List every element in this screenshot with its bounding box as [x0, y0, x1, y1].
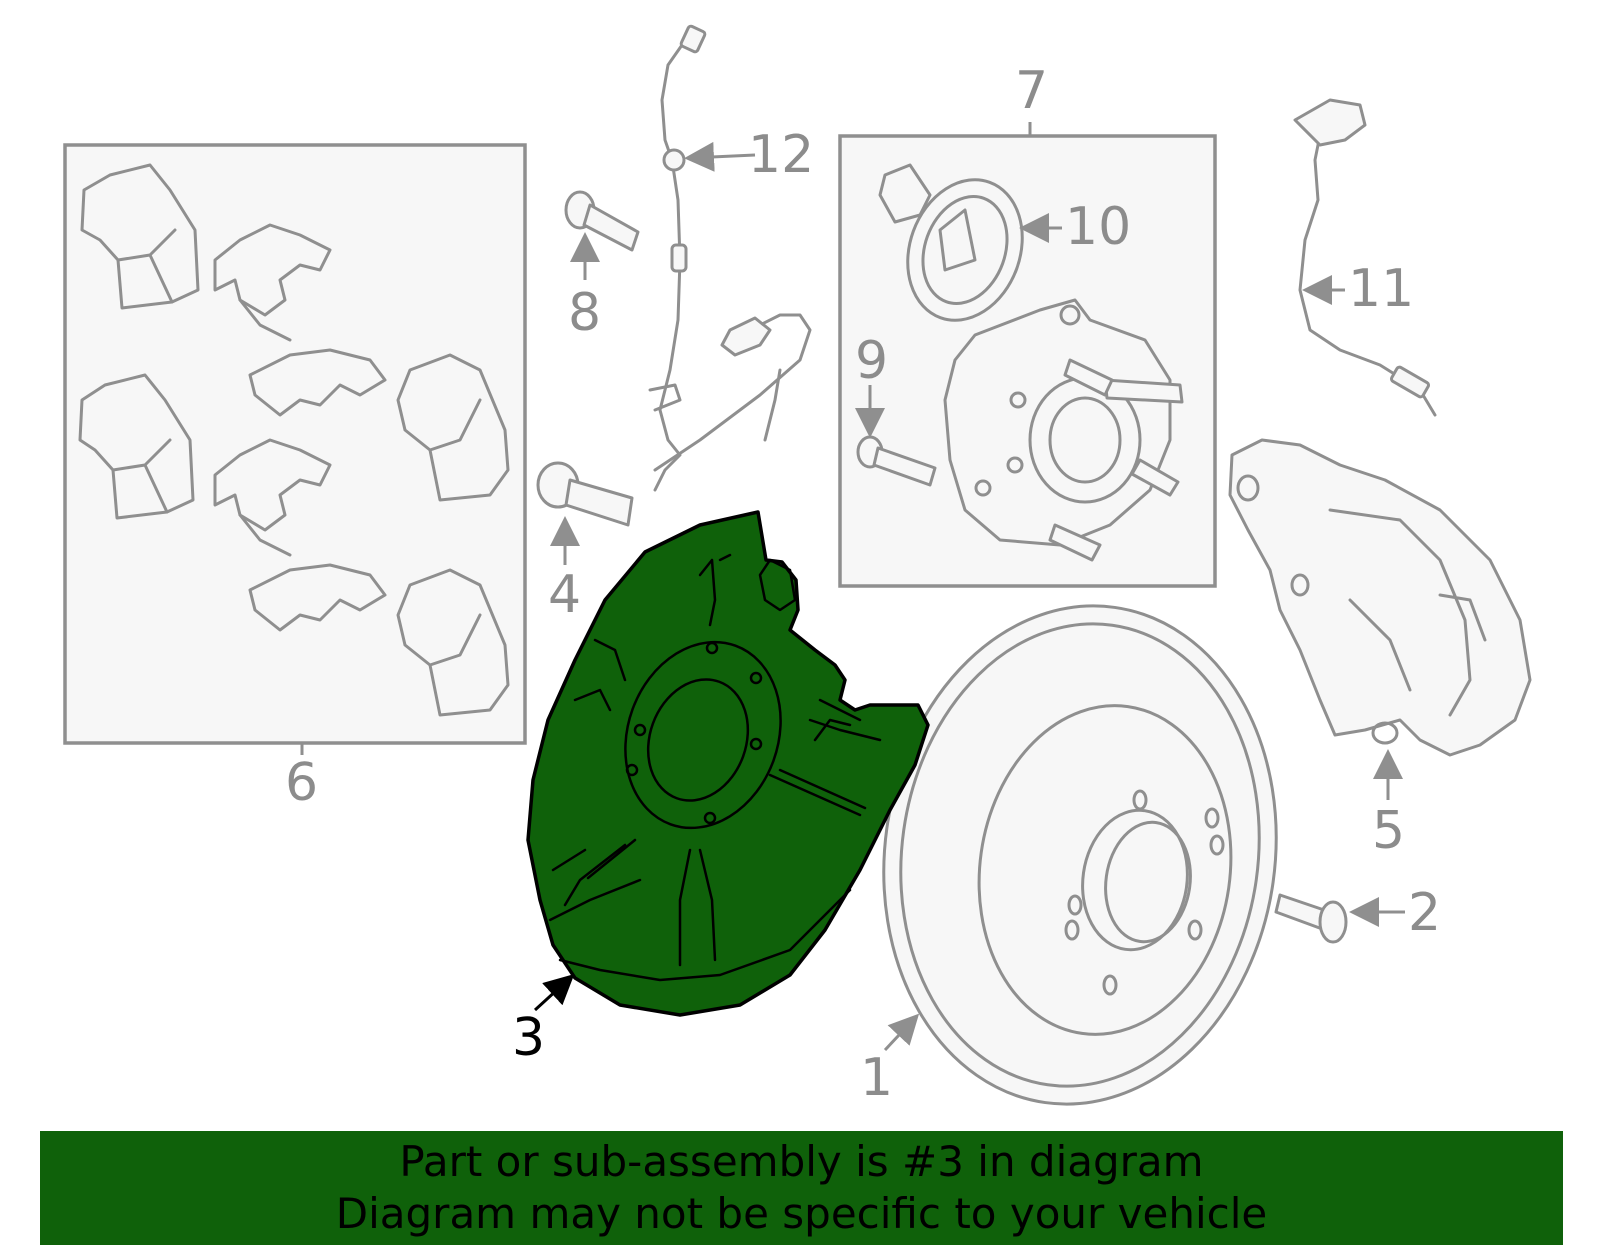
abutment-clip-1[interactable] — [213, 223, 332, 342]
wheel-speed-sensor-ring[interactable] — [878, 163, 1041, 337]
pad-kit-group[interactable] — [63, 143, 527, 745]
abs-sensor-harness[interactable] — [648, 24, 812, 492]
bolt-part-4[interactable] — [536, 461, 634, 527]
callout-7: 7 — [1015, 61, 1048, 121]
bolt-part-2[interactable] — [1274, 893, 1348, 944]
callout-3: 3 — [512, 1008, 545, 1068]
callout-6: 6 — [285, 753, 318, 813]
brake-pad-upper-right[interactable] — [396, 353, 510, 502]
abutment-clip-3[interactable] — [213, 438, 332, 557]
callout-5: 5 — [1372, 801, 1405, 861]
banner-part-note: Part or sub-assembly is #3 in diagram — [399, 1137, 1204, 1186]
callout-10: 10 — [1065, 197, 1131, 257]
callout-11: 11 — [1348, 259, 1414, 319]
hub-assembly-group[interactable] — [838, 134, 1217, 588]
brake-rotor[interactable] — [852, 580, 1308, 1129]
callout-4: 4 — [548, 565, 581, 625]
bolt-part-8[interactable] — [564, 190, 640, 252]
callout-8: 8 — [568, 283, 601, 343]
brake-caliper[interactable] — [1228, 438, 1532, 757]
brake-pad-lower-right[interactable] — [396, 568, 510, 717]
callout-12: 12 — [748, 125, 814, 185]
info-banner: Part or sub-assembly is #3 in diagram Di… — [40, 1131, 1563, 1245]
banner-vehicle-disclaimer: Diagram may not be specific to your vehi… — [335, 1189, 1268, 1238]
callout-1: 1 — [860, 1048, 893, 1108]
dust-shield-part-3[interactable] — [526, 510, 930, 1017]
callout-2: 2 — [1408, 883, 1441, 943]
abutment-clip-4[interactable] — [248, 563, 387, 632]
brake-pad-upper-left[interactable] — [80, 163, 200, 310]
callout-9: 9 — [855, 331, 888, 391]
brake-pad-lower-left[interactable] — [78, 373, 195, 520]
abutment-clip-2[interactable] — [248, 348, 387, 417]
hub-bearing[interactable] — [943, 298, 1184, 562]
brake-hose[interactable] — [1293, 98, 1437, 417]
